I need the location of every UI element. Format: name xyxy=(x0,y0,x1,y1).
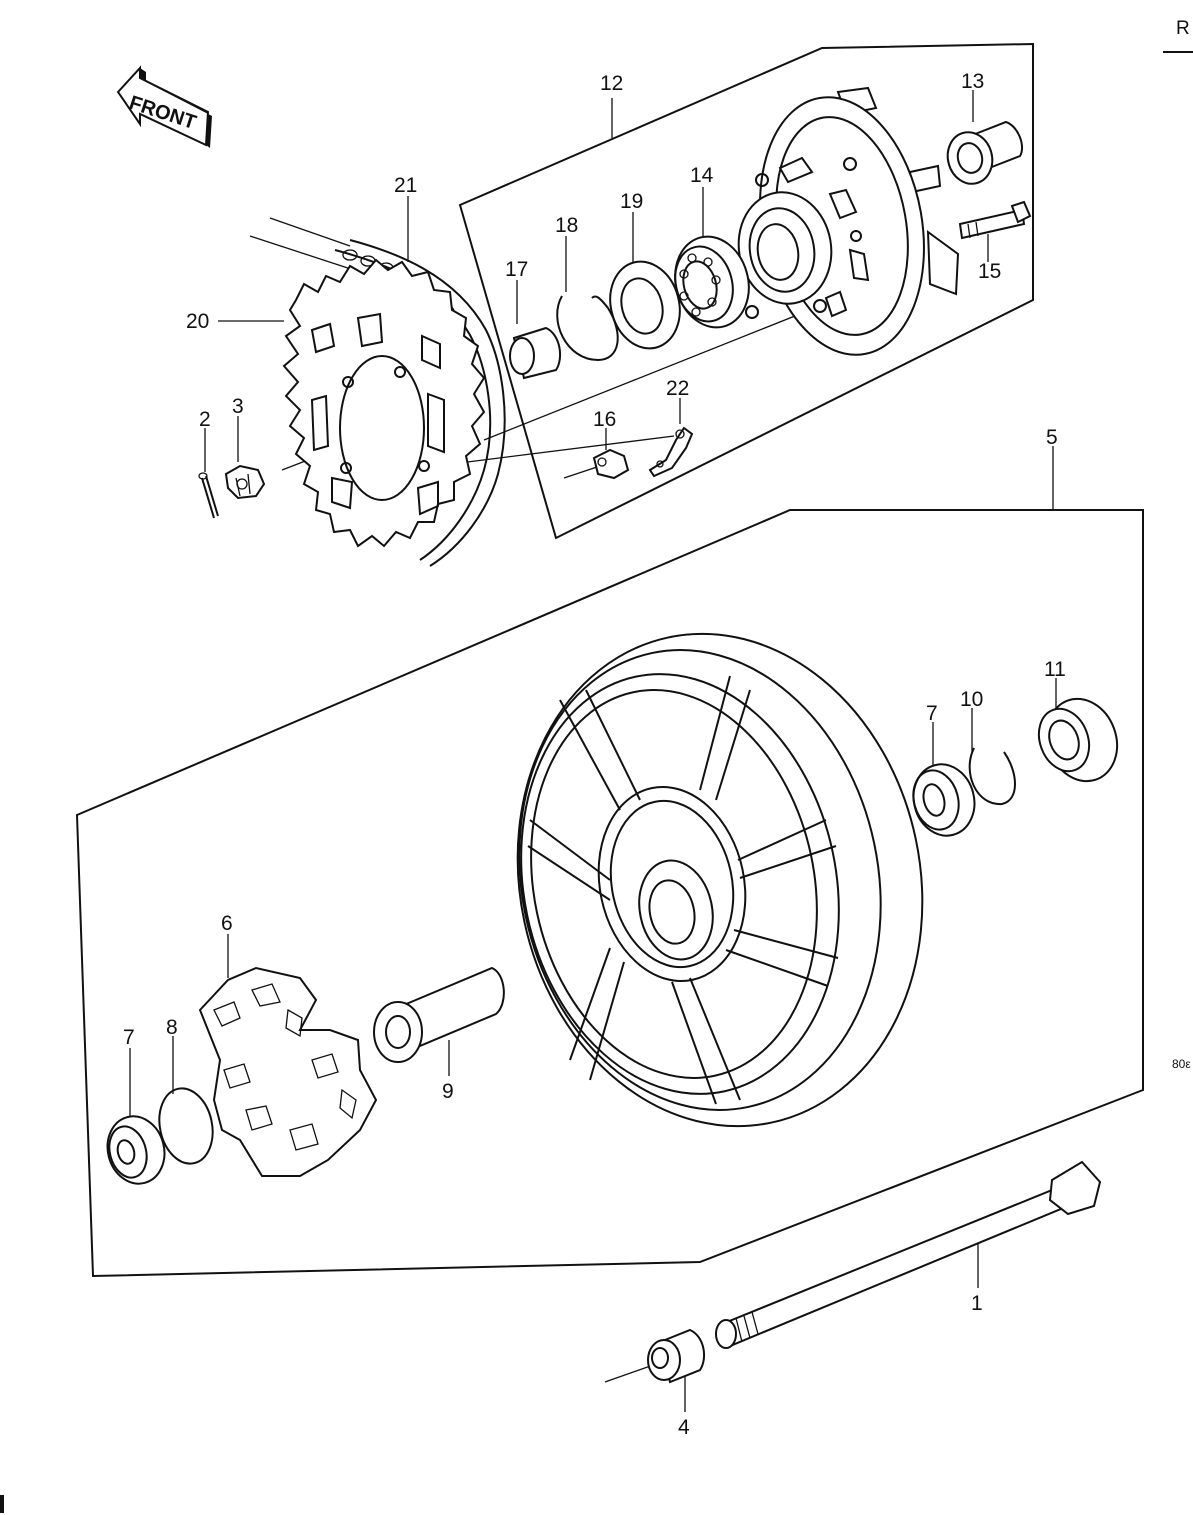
lock-washer xyxy=(648,426,694,478)
callout-10: 10 xyxy=(960,688,983,711)
callout-15: 15 xyxy=(978,260,1001,283)
callout-14: 14 xyxy=(690,164,714,187)
callout-3: 3 xyxy=(232,395,244,418)
callout-20: 20 xyxy=(186,310,209,333)
edge-mark xyxy=(0,1495,4,1513)
callout-7-right: 7 xyxy=(926,702,938,725)
cast-wheel xyxy=(516,632,924,1128)
axle-nut xyxy=(224,464,266,500)
hub-bearing xyxy=(674,235,750,329)
callout-9: 9 xyxy=(442,1080,454,1103)
callout-11: 11 xyxy=(1044,658,1066,681)
callout-16: 16 xyxy=(593,408,616,431)
hub-group-outline xyxy=(458,42,1034,540)
wheel-circlip xyxy=(968,747,1016,806)
cotter-pin xyxy=(198,472,219,519)
callout-1: 1 xyxy=(971,1292,983,1315)
axle-collar xyxy=(647,1328,706,1384)
hub-spacer xyxy=(509,326,562,380)
rear-axle xyxy=(715,1160,1102,1349)
sprocket-nut xyxy=(592,448,630,480)
callout-12: 12 xyxy=(600,72,623,95)
wheel-group-outline xyxy=(75,509,1144,1278)
callout-5: 5 xyxy=(1046,426,1058,449)
callout-13: 13 xyxy=(961,70,984,93)
callout-8: 8 xyxy=(166,1016,178,1039)
hub-collar xyxy=(946,120,1024,185)
wheel-bearing-right xyxy=(912,763,976,837)
callout-4: 4 xyxy=(678,1416,690,1439)
callout-19: 19 xyxy=(620,190,643,213)
hub-bolt xyxy=(958,200,1032,240)
wheel-oil-seal xyxy=(1037,697,1119,783)
damper-o-ring xyxy=(158,1087,214,1165)
callout-7-left: 7 xyxy=(123,1026,135,1049)
callout-labels: 12 13 14 19 18 17 21 20 15 22 16 2 3 5 1… xyxy=(123,70,1066,1439)
wheel-bearing-left xyxy=(106,1115,166,1185)
diagram-code: 80ε xyxy=(1172,1057,1191,1071)
callout-22: 22 xyxy=(666,377,689,400)
front-arrow: FRONT xyxy=(116,65,212,148)
sprocket-hub xyxy=(737,86,960,356)
callout-21: 21 xyxy=(394,174,417,197)
hub-circlip xyxy=(556,295,619,362)
wheel-damper xyxy=(198,966,378,1177)
callout-2: 2 xyxy=(199,408,211,431)
corner-letter: R xyxy=(1176,18,1190,39)
distance-collar xyxy=(373,966,505,1063)
rear-sprocket xyxy=(282,258,486,548)
callout-18: 18 xyxy=(555,214,578,237)
callout-6: 6 xyxy=(221,912,233,935)
callout-17: 17 xyxy=(505,258,528,281)
